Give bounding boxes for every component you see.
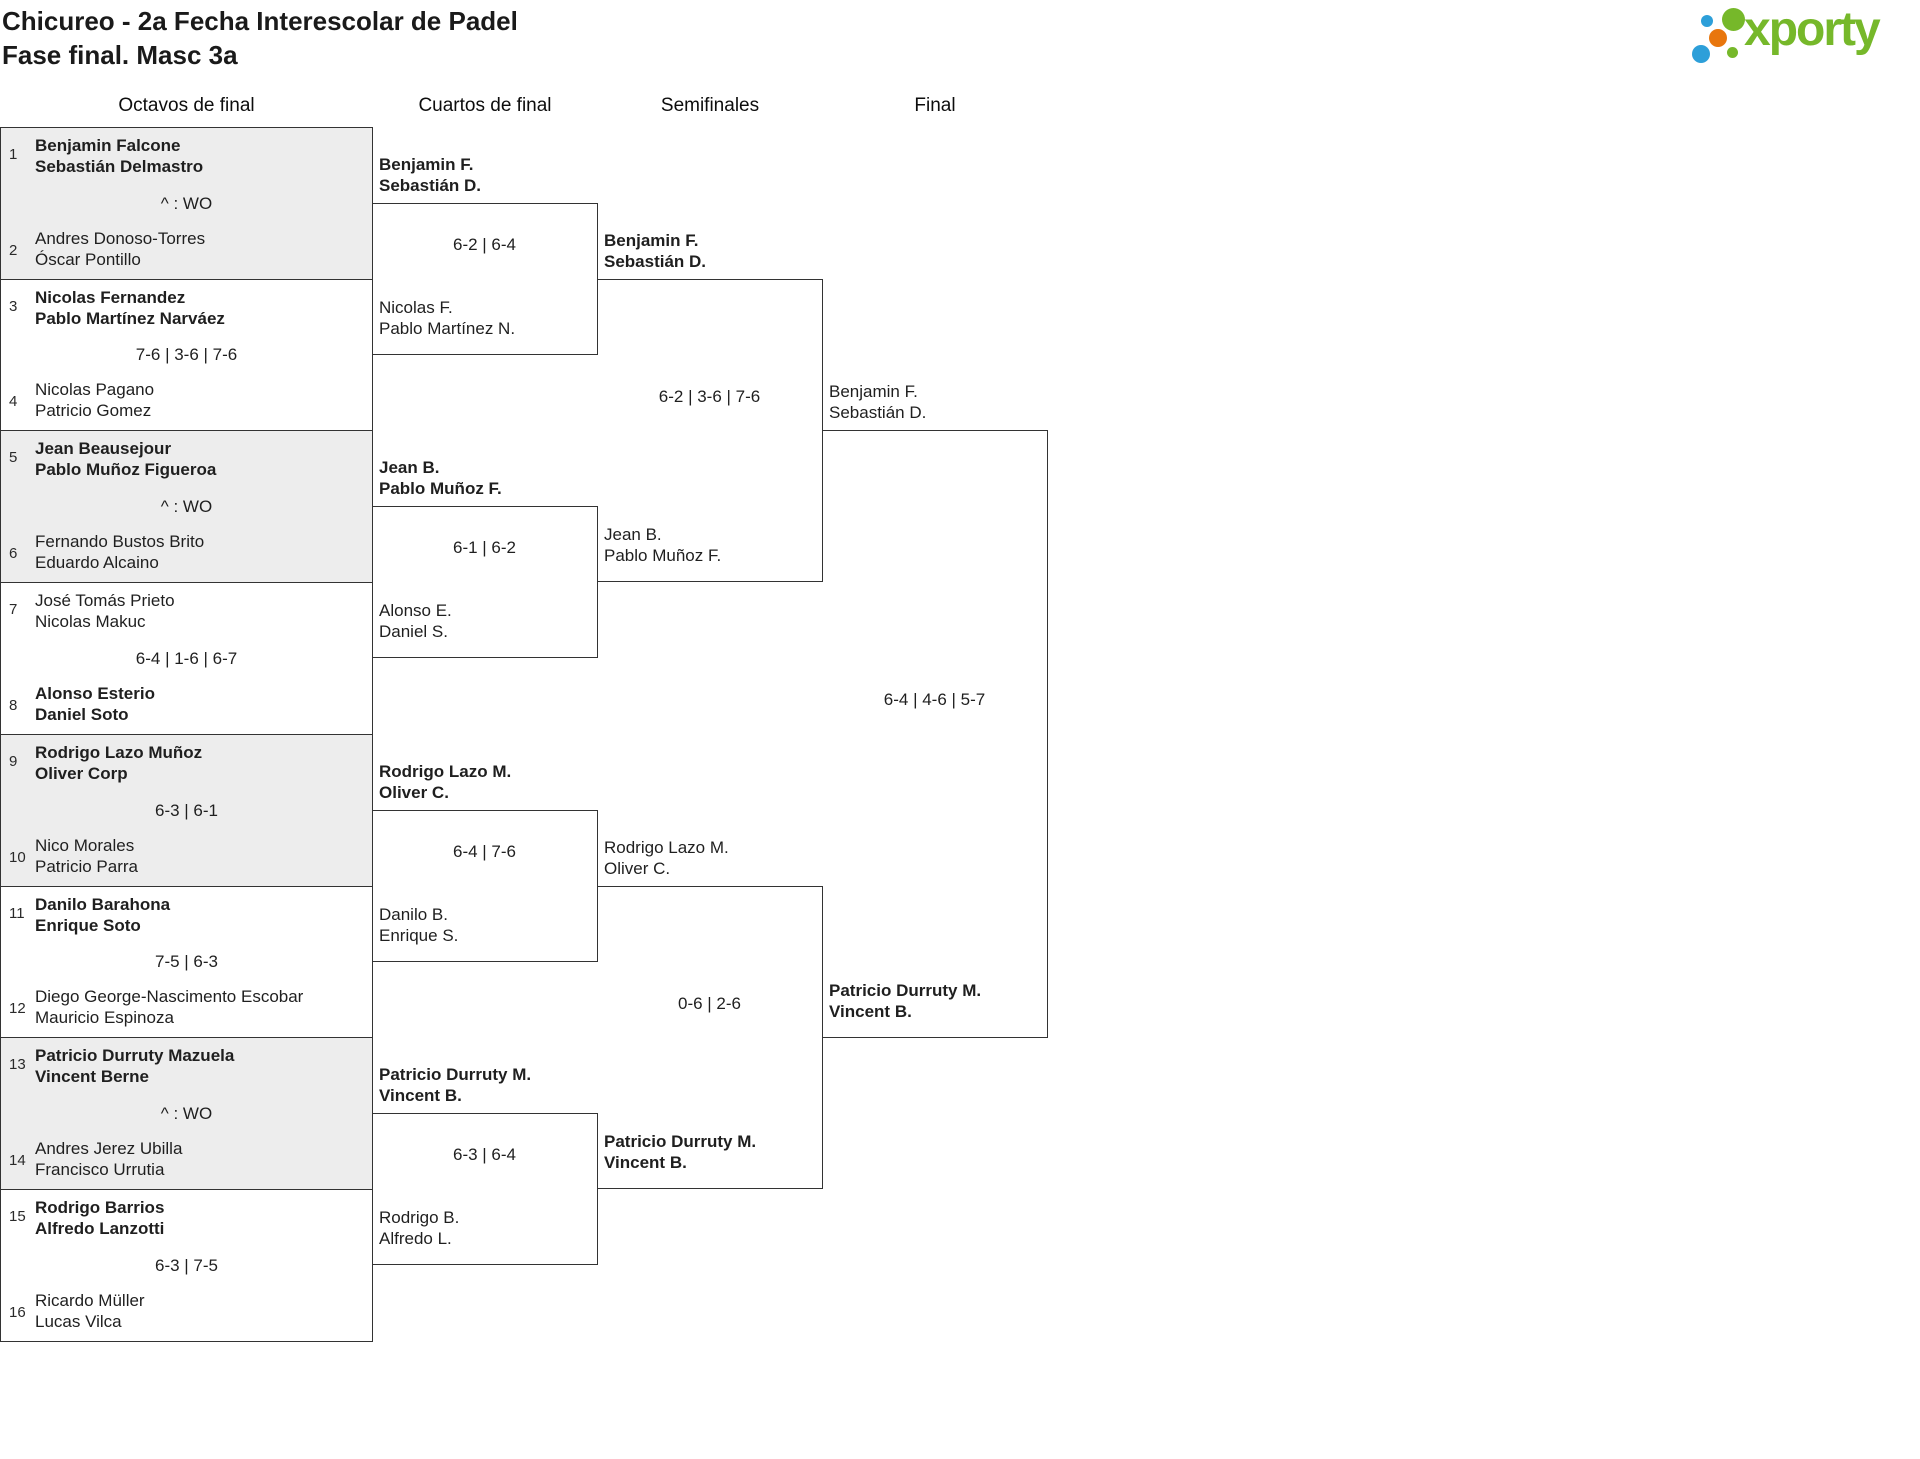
r16-match-8: 15 Rodrigo Barrios Alfredo Lanzotti 6-3 … [0, 1189, 373, 1342]
logo-dot-green-big [1722, 8, 1745, 31]
page-title: Chicureo - 2a Fecha Interescolar de Pade… [2, 4, 518, 72]
team-name: Benjamin F. Sebastián D. [604, 231, 707, 271]
team-name: Alonso E. Daniel S. [379, 601, 452, 641]
r16-match-2: 3 Nicolas Fernandez Pablo Martínez Narvá… [0, 279, 373, 431]
r16-match-6: 11 Danilo Barahona Enrique Soto 7-5 | 6-… [0, 886, 373, 1038]
seed-number: 13 [9, 1056, 26, 1073]
team-name: Benjamin Falcone Sebastián Delmastro [35, 136, 204, 176]
team-name: Patricio Durruty M. Vincent B. [829, 981, 982, 1021]
team-name: Jean B. Pablo Muñoz F. [379, 458, 502, 498]
match-score: 6-4 | 1-6 | 6-7 [135, 648, 238, 668]
team-name: Andres Donoso-Torres Óscar Pontillo [35, 229, 206, 269]
logo-wordmark: xporty [1744, 3, 1881, 56]
team-name: Danilo B. Enrique S. [379, 905, 459, 945]
seed-number: 5 [9, 449, 18, 466]
r16-match-1: 1 Benjamin Falcone Sebastián Delmastro ^… [0, 127, 373, 280]
team-name: Andres Jerez Ubilla Francisco Urrutia [35, 1139, 183, 1179]
match-score: ^ : WO [160, 1103, 213, 1123]
match-score: 6-3 | 6-1 [154, 800, 218, 820]
match-score: ^ : WO [160, 193, 213, 213]
seed-number: 15 [9, 1208, 26, 1225]
final-match: Benjamin F. Sebastián D. 6-4 | 4-6 | 5-7… [822, 382, 1048, 1038]
r16-match-3: 5 Jean Beausejour Pablo Muñoz Figueroa ^… [0, 430, 373, 583]
seed-number: 8 [9, 697, 18, 714]
match-score: 6-2 | 6-4 [452, 235, 516, 254]
team-name: Diego George-Nascimento Escobar Mauricio… [35, 987, 304, 1027]
seed-number: 16 [9, 1304, 26, 1321]
match-score: 6-3 | 7-5 [154, 1255, 218, 1275]
seed-number: 11 [9, 905, 25, 922]
round-header-cuartos: Cuartos de final [418, 95, 552, 116]
team-name: Patricio Durruty M. Vincent B. [604, 1132, 757, 1172]
round-header-octavos: Octavos de final [118, 95, 255, 116]
team-name: Nicolas F. Pablo Martínez N. [379, 298, 516, 338]
team-name: Patricio Durruty M. Vincent B. [379, 1065, 532, 1105]
team-name: Nicolas Pagano Patricio Gomez [35, 380, 155, 420]
seed-number: 10 [9, 849, 26, 866]
match-score: 6-3 | 6-4 [452, 1145, 516, 1164]
round-header-semifinales: Semifinales [660, 95, 760, 116]
team-name: Jean B. Pablo Muñoz F. [604, 525, 722, 565]
r16-match-5: 9 Rodrigo Lazo Muñoz Oliver Corp 6-3 | 6… [0, 734, 373, 887]
qf-match-1: Benjamin F. Sebastián D. 6-2 | 6-4 Nicol… [372, 155, 598, 355]
team-name: Rodrigo Barrios Alfredo Lanzotti [35, 1198, 165, 1238]
seed-number: 12 [9, 1000, 26, 1017]
logo-dot-green-small [1727, 47, 1738, 58]
team-name: Nico Morales Patricio Parra [35, 836, 138, 876]
qf-match-3: Rodrigo Lazo M. Oliver C. 6-4 | 7-6 Dani… [372, 762, 598, 962]
sf-match-1: Benjamin F. Sebastián D. 6-2 | 3-6 | 7-6… [597, 231, 823, 582]
seed-number: 2 [9, 242, 18, 259]
qf-match-2: Jean B. Pablo Muñoz F. 6-1 | 6-2 Alonso … [372, 458, 598, 658]
team-name: Rodrigo B. Alfredo L. [379, 1208, 460, 1248]
qf-match-4: Patricio Durruty M. Vincent B. 6-3 | 6-4… [372, 1065, 598, 1265]
team-name: Alonso Esterio Daniel Soto [35, 684, 155, 724]
page-title-line1: Chicureo - 2a Fecha Interescolar de Pade… [2, 6, 518, 36]
seed-number: 3 [9, 298, 18, 315]
xporty-logo: xporty [1660, 0, 1920, 110]
seed-number: 7 [9, 601, 18, 618]
sf-match-2: Rodrigo Lazo M. Oliver C. 0-6 | 2-6 Patr… [597, 838, 823, 1189]
team-name: Rodrigo Lazo M. Oliver C. [604, 838, 729, 878]
team-name: Patricio Durruty Mazuela Vincent Berne [35, 1046, 235, 1086]
page-title-line2: Fase final. Masc 3a [2, 40, 238, 70]
team-name: Rodrigo Lazo Muñoz Oliver Corp [35, 743, 203, 783]
round-header-final: Final [914, 95, 956, 116]
match-score: 7-6 | 3-6 | 7-6 [135, 345, 238, 364]
team-name: Benjamin F. Sebastián D. [829, 382, 927, 422]
seed-number: 14 [9, 1152, 26, 1169]
seed-number: 1 [9, 146, 18, 163]
seed-number: 9 [9, 753, 18, 770]
team-name: Danilo Barahona Enrique Soto [35, 895, 171, 935]
seed-number: 4 [9, 393, 18, 410]
match-score: 0-6 | 2-6 [677, 993, 741, 1013]
team-name: Nicolas Fernandez Pablo Martínez Narváez [35, 288, 225, 328]
match-score: 7-5 | 6-3 [154, 952, 218, 971]
team-name: Ricardo Müller Lucas Vilca [35, 1291, 145, 1331]
match-score: ^ : WO [160, 496, 213, 516]
team-name: Benjamin F. Sebastián D. [379, 155, 482, 195]
match-score: 6-1 | 6-2 [452, 538, 516, 557]
team-name: Rodrigo Lazo M. Oliver C. [379, 762, 512, 802]
team-name: Fernando Bustos Brito Eduardo Alcaino [35, 532, 205, 572]
seed-number: 6 [9, 545, 18, 562]
team-name: José Tomás Prieto Nicolas Makuc [35, 591, 175, 631]
r16-match-7: 13 Patricio Durruty Mazuela Vincent Bern… [0, 1037, 373, 1190]
match-score: 6-2 | 3-6 | 7-6 [658, 386, 761, 406]
match-score: 6-4 | 7-6 [452, 842, 516, 861]
logo-dot-orange [1709, 29, 1727, 47]
r16-match-4: 7 José Tomás Prieto Nicolas Makuc 6-4 | … [0, 582, 373, 735]
match-score: 6-4 | 4-6 | 5-7 [883, 690, 986, 709]
logo-dot-blue-small [1701, 15, 1713, 27]
team-name: Jean Beausejour Pablo Muñoz Figueroa [35, 439, 217, 479]
logo-dot-blue-big [1692, 45, 1710, 63]
